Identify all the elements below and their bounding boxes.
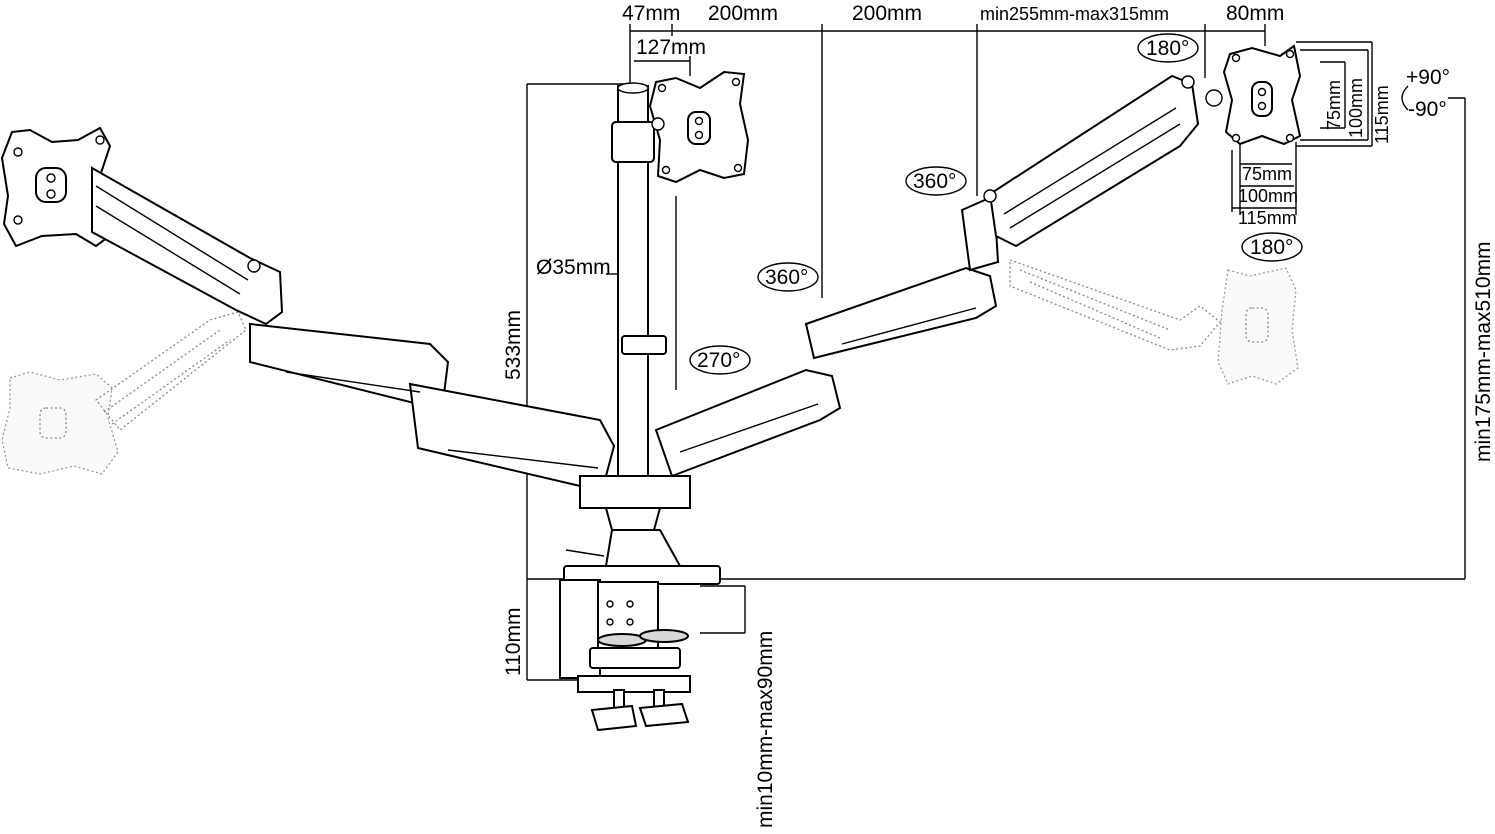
label-pole-diameter: Ø35mm: [536, 256, 611, 279]
label-pole-rotation: 270°: [697, 349, 740, 372]
ghost-right-monitor: [1009, 259, 1299, 385]
center-pole: [579, 82, 691, 531]
right-lower-arm: [654, 194, 1000, 478]
center-monitor-plate: [648, 70, 750, 184]
left-gas-spring-arm: [91, 166, 284, 326]
label-min-max-extension: min255mm-max315mm: [980, 4, 1169, 24]
label-tilt-up: +90°: [1406, 66, 1450, 89]
swivel-bottom-ellipse: [1241, 232, 1303, 262]
left-monitor-plate: [0, 126, 114, 248]
label-vesa-v-75: 75mm: [1324, 80, 1344, 130]
label-127mm: 127mm: [636, 36, 706, 59]
label-200mm-a: 200mm: [708, 2, 778, 25]
label-tilt-down: -90°: [1408, 98, 1447, 121]
arm-center-ellipse: [757, 262, 819, 292]
label-arm-center-rotation: 360°: [765, 266, 808, 289]
tilt-arc: [1401, 85, 1409, 111]
label-vesa-h-100: 100mm: [1238, 186, 1298, 206]
right-gas-spring-arm: [983, 74, 1223, 248]
label-height-range: min175mm-max510mm: [1472, 241, 1495, 462]
ghost-left-monitor: [1, 311, 247, 475]
left-lower-arm: [249, 322, 616, 488]
label-vesa-h-115: 115mm: [1238, 208, 1297, 228]
label-vesa-v-115: 115mm: [1372, 85, 1392, 144]
label-swivel-top: 180°: [1146, 37, 1189, 60]
label-80mm: 80mm: [1226, 2, 1284, 25]
label-arm-right-rotation: 360°: [913, 170, 956, 193]
label-clamp-height: 110mm: [502, 608, 525, 676]
label-desk-thickness: min10mm-max90mm: [754, 631, 777, 828]
pole-rotation-ellipse: [689, 345, 751, 375]
label-47mm: 47mm: [622, 2, 680, 25]
right-monitor-plate: [1222, 44, 1302, 146]
swivel-top-ellipse: [1137, 33, 1199, 63]
arm-right-ellipse: [905, 166, 967, 196]
label-swivel-bottom: 180°: [1250, 236, 1293, 259]
label-vesa-h-75: 75mm: [1242, 164, 1292, 184]
dimension-lines: [526, 24, 1466, 681]
label-vesa-v-100: 100mm: [1346, 78, 1366, 138]
label-200mm-b: 200mm: [852, 2, 922, 25]
desk-clamp: [559, 529, 721, 732]
label-pole-height: 533mm: [502, 310, 525, 380]
